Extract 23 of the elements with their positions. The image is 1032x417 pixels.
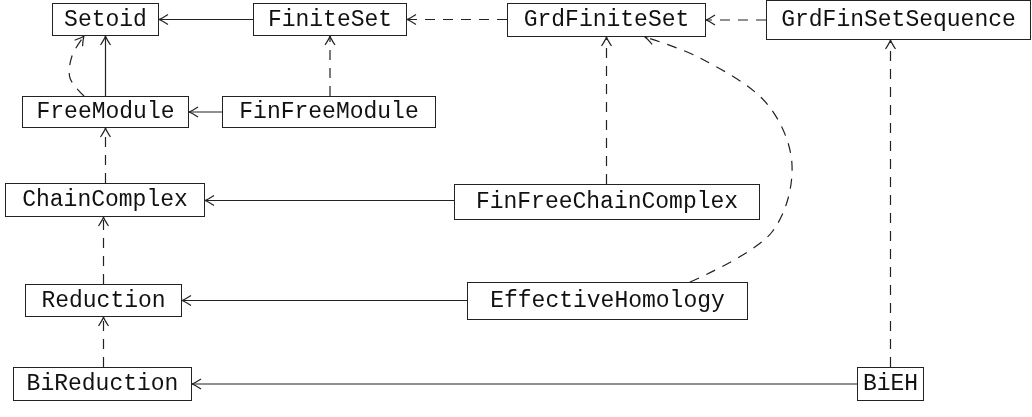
class-name: Reduction: [41, 287, 166, 314]
class-box: [22, 96, 189, 128]
class-name: BiEH: [862, 371, 919, 397]
class-box: [454, 184, 760, 220]
class-name: FinFreeModule: [239, 99, 419, 125]
class-name: FiniteSet: [267, 6, 393, 33]
class-box: [5, 183, 205, 217]
class-name: ChainComplex: [22, 187, 188, 213]
class-box: [52, 3, 159, 36]
class-box: [766, 0, 1031, 40]
class-name: Setoid: [64, 6, 147, 33]
class-name: GrdFiniteSet: [523, 7, 690, 33]
class-name: FinFreeChainComplex: [475, 189, 739, 215]
class-name: FreeModule: [36, 99, 175, 125]
class-box: [25, 284, 182, 317]
class-name: EffectiveHomology: [490, 288, 725, 314]
class-box: [13, 367, 192, 401]
class-box: [467, 282, 748, 320]
class-box: [222, 96, 436, 128]
class-name: GrdFinSetSequence: [781, 7, 1016, 33]
class-box: [507, 3, 706, 37]
class-box: [253, 3, 407, 36]
class-name: BiReduction: [26, 371, 179, 397]
